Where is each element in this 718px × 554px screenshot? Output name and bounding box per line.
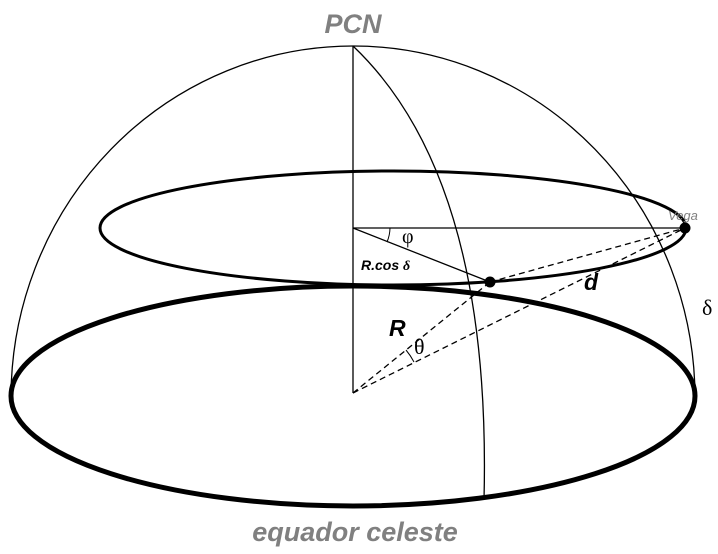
rcos-text: R.cos	[361, 257, 403, 273]
delta-label: δ	[702, 295, 712, 320]
rcos-delta-label: R.cos δ	[361, 257, 410, 274]
pole-label: PCN	[324, 9, 382, 39]
radius-label: R	[389, 315, 406, 341]
meridian-arc	[352, 45, 486, 501]
distance-label: d	[584, 269, 599, 295]
phi-label: φ	[402, 226, 414, 248]
equator-label: equador celeste	[252, 517, 458, 547]
theta-label: θ	[414, 334, 425, 359]
rcos-delta-symbol: δ	[403, 259, 410, 274]
rcos-delta-line	[352, 227, 491, 283]
vega-label: Vega	[668, 208, 698, 223]
vega-point	[679, 222, 691, 234]
dashed-line-distance	[489, 227, 686, 283]
dashed-line-vega	[352, 227, 686, 394]
phi-angle-arc	[386, 227, 391, 243]
declination-point	[484, 276, 496, 288]
theta-angle-arc	[405, 349, 415, 363]
